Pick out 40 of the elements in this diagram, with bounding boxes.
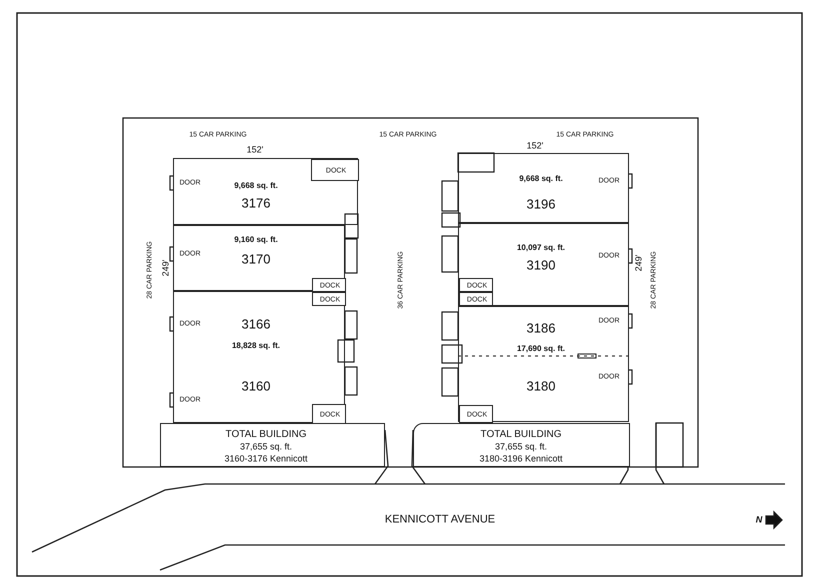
summary-box [160, 423, 385, 467]
unit-number: 3166 [242, 318, 270, 330]
dock-box [311, 159, 359, 181]
dock-box [459, 278, 493, 292]
unit-outline [458, 306, 629, 422]
north-label: N [756, 516, 762, 524]
unit-outline [173, 225, 345, 291]
dock-box [312, 278, 346, 292]
dimension-label: 152' [246, 146, 264, 154]
unit-number: 3176 [242, 196, 270, 210]
unit-number: 3186 [526, 322, 556, 334]
area-label: 10,097 sq. ft. [516, 244, 566, 252]
street-name: KENNICOTT AVENUE [384, 514, 496, 526]
dock-box [459, 292, 493, 306]
unit-outline [458, 153, 629, 223]
unit-number: 3196 [526, 198, 556, 210]
dimension-label: 249' [634, 254, 644, 272]
area-label: 17,690 sq. ft. [516, 345, 566, 353]
summary-heading: TOTAL BUILDING [480, 430, 562, 440]
summary-area: 37,655 sq. ft. [240, 442, 292, 452]
summary-address: 3160-3176 Kennicott [224, 454, 308, 464]
unit-outline [173, 158, 358, 225]
area-label: 9,668 sq. ft. [519, 175, 563, 183]
summary-heading: TOTAL BUILDING [226, 430, 306, 440]
area-label: 18,828 sq. ft. [232, 342, 280, 350]
area-label: 9,160 sq. ft. [234, 236, 278, 244]
dock-box [312, 404, 346, 424]
unit-number: 3170 [242, 252, 270, 266]
unit-outline [458, 223, 629, 306]
area-label: 9,668 sq. ft. [234, 182, 278, 190]
unit-number: 3190 [526, 258, 556, 272]
summary-area: 37,655 sq. ft. [494, 442, 548, 452]
summary-box [413, 423, 630, 467]
dimension-label: 152' [526, 142, 544, 150]
unit-number: 3180 [526, 380, 556, 392]
summary-address: 3180-3196 Kennicott [479, 454, 563, 464]
unit-number: 3160 [242, 380, 270, 392]
dock-box [459, 405, 493, 423]
dimension-label: 249' [162, 260, 170, 276]
dock-box [312, 292, 346, 306]
